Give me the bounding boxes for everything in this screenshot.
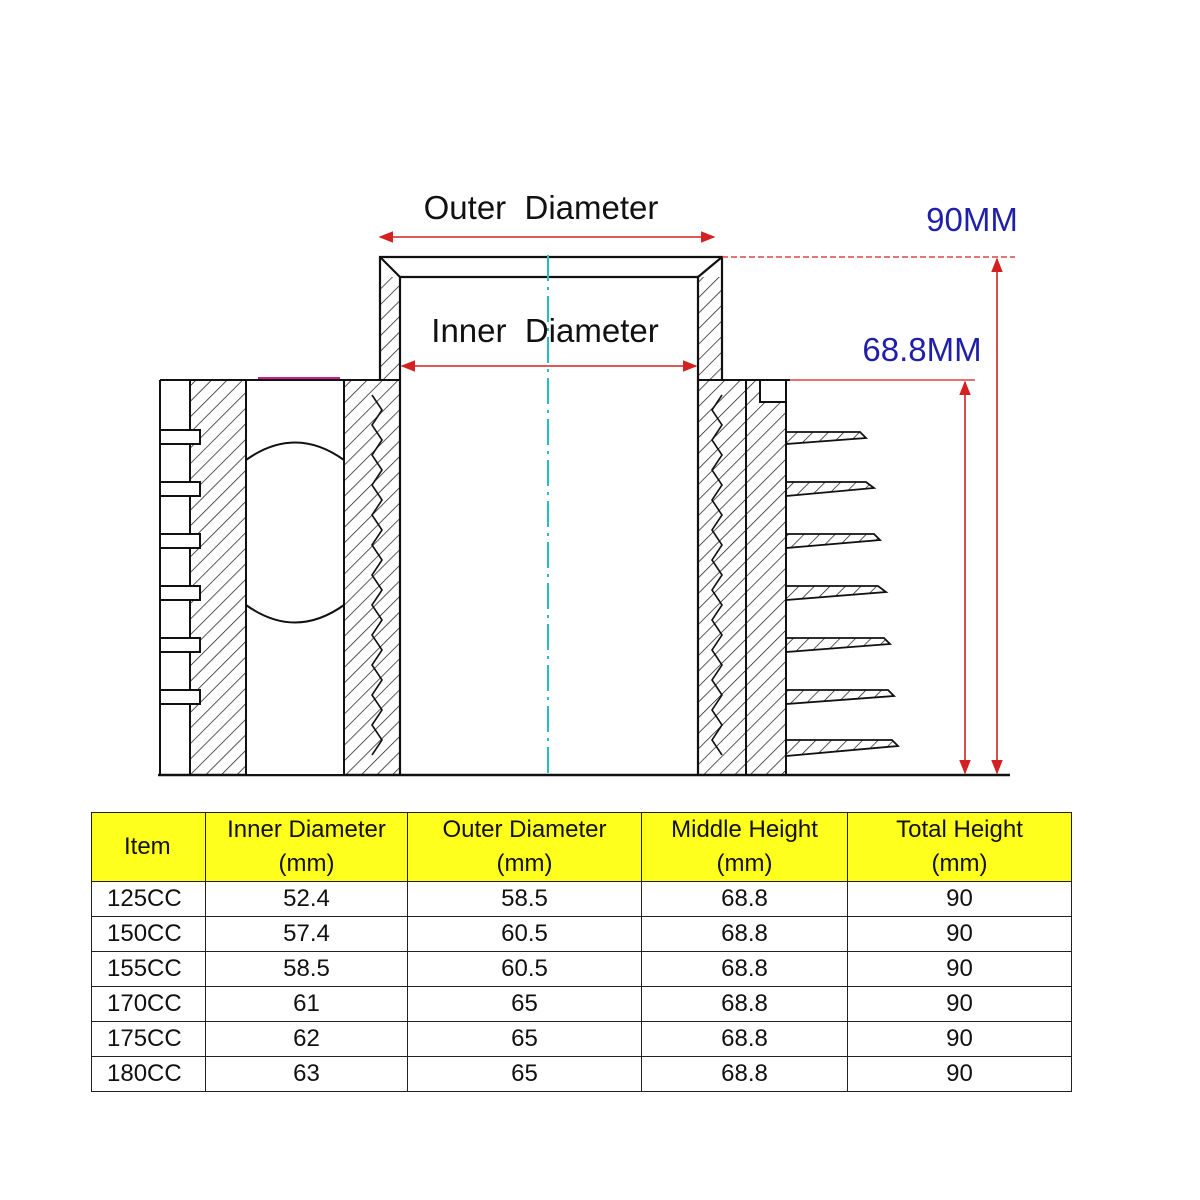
right-fin-block (722, 379, 790, 776)
cell-total-height: 90 (847, 1056, 1072, 1092)
header-total-height: Total Height(mm) (847, 812, 1072, 882)
inner-diameter-label: Inner Diameter (431, 312, 658, 349)
table-row: 180CC 63 65 68.8 90 (91, 1056, 1072, 1092)
table-row: 175CC 62 65 68.8 90 (91, 1021, 1072, 1057)
cell-item: 180CC (91, 1056, 206, 1092)
total-height-label: 90MM (926, 201, 1018, 238)
cell-inner-diameter: 57.4 (205, 916, 408, 952)
cell-middle-height: 68.8 (641, 1056, 848, 1092)
middle-height-label: 68.8MM (862, 331, 981, 368)
left-fin-block (159, 377, 365, 776)
cell-inner-diameter: 58.5 (205, 951, 408, 987)
cell-outer-diameter: 65 (407, 1056, 642, 1092)
table-row: 150CC 57.4 60.5 68.8 90 (91, 916, 1072, 952)
cell-middle-height: 68.8 (641, 986, 848, 1022)
left-wall-section (343, 379, 401, 776)
cell-item: 170CC (91, 986, 206, 1022)
cell-item: 155CC (91, 951, 206, 987)
cell-middle-height: 68.8 (641, 951, 848, 987)
cell-inner-diameter: 63 (205, 1056, 408, 1092)
cell-middle-height: 68.8 (641, 1021, 848, 1057)
cell-middle-height: 68.8 (641, 916, 848, 952)
specification-table: Item Inner Diameter(mm) Outer Diameter(m… (91, 812, 1072, 1092)
right-sleeve-wall (698, 277, 722, 380)
cell-outer-diameter: 65 (407, 986, 642, 1022)
cell-outer-diameter: 58.5 (407, 881, 642, 917)
cylinder-cross-section-diagram: Outer Diameter Inner Diameter 90MM 68.8M… (158, 189, 1018, 778)
header-inner-diameter: Inner Diameter(mm) (205, 812, 408, 882)
cell-item: 125CC (91, 881, 206, 917)
table-row: 155CC 58.5 60.5 68.8 90 (91, 951, 1072, 987)
cell-total-height: 90 (847, 986, 1072, 1022)
right-wall-section (697, 379, 747, 776)
table-header-row: Item Inner Diameter(mm) Outer Diameter(m… (91, 812, 1072, 882)
cell-outer-diameter: 65 (407, 1021, 642, 1057)
cell-outer-diameter: 60.5 (407, 916, 642, 952)
header-outer-diameter: Outer Diameter(mm) (407, 812, 642, 882)
left-cooling-fins (159, 429, 201, 705)
left-sleeve-wall (380, 277, 400, 380)
cell-outer-diameter: 60.5 (407, 951, 642, 987)
table-row: 125CC 52.4 58.5 68.8 90 (91, 881, 1072, 917)
cell-middle-height: 68.8 (641, 881, 848, 917)
outer-diameter-label: Outer Diameter (424, 189, 659, 226)
cell-inner-diameter: 52.4 (205, 881, 408, 917)
cell-item: 175CC (91, 1021, 206, 1057)
header-middle-height: Middle Height(mm) (641, 812, 848, 882)
right-cooling-fins (785, 431, 900, 757)
cell-inner-diameter: 62 (205, 1021, 408, 1057)
table-row: 170CC 61 65 68.8 90 (91, 986, 1072, 1022)
cell-inner-diameter: 61 (205, 986, 408, 1022)
cell-total-height: 90 (847, 881, 1072, 917)
cell-total-height: 90 (847, 1021, 1072, 1057)
header-item: Item (91, 812, 206, 882)
cell-total-height: 90 (847, 951, 1072, 987)
cell-total-height: 90 (847, 916, 1072, 952)
cell-item: 150CC (91, 916, 206, 952)
